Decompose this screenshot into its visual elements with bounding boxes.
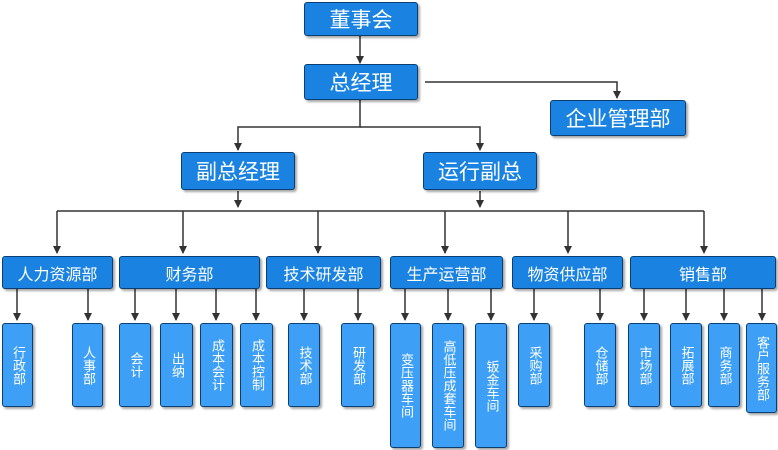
sub-accounting: 会计 bbox=[119, 323, 151, 407]
sub-cost-accounting: 成本会计 bbox=[200, 323, 233, 407]
general-manager-node: 总经理 bbox=[304, 64, 418, 100]
sub-customer-service: 客户服务部 bbox=[746, 323, 777, 413]
dept-supply: 物资供应部 bbox=[512, 256, 623, 289]
sub-personnel: 人事部 bbox=[72, 323, 103, 407]
board-node: 董事会 bbox=[304, 2, 418, 36]
sub-technology: 技术部 bbox=[288, 323, 320, 407]
sub-warehouse: 仓储部 bbox=[584, 323, 616, 407]
sub-transformer-workshop: 变压器车间 bbox=[390, 323, 421, 448]
dept-production: 生产运营部 bbox=[390, 256, 503, 289]
enterprise-dept-node: 企业管理部 bbox=[550, 100, 686, 136]
dept-sales: 销售部 bbox=[630, 256, 776, 289]
sub-research: 研发部 bbox=[341, 323, 374, 407]
sub-purchasing: 采购部 bbox=[518, 323, 550, 407]
sub-switchgear-workshop: 高低压成套车间 bbox=[432, 323, 464, 448]
dept-hr: 人力资源部 bbox=[2, 256, 113, 289]
vice-gm-node: 副总经理 bbox=[181, 152, 295, 190]
sub-expansion: 拓展部 bbox=[670, 323, 702, 407]
sub-market: 市场部 bbox=[628, 323, 660, 407]
sub-cashier: 出纳 bbox=[160, 323, 193, 407]
sub-cost-control: 成本控制 bbox=[240, 323, 273, 407]
sub-sheet-metal-workshop: 钣金车间 bbox=[475, 323, 507, 448]
sub-business: 商务部 bbox=[708, 323, 740, 407]
dept-tech: 技术研发部 bbox=[266, 256, 381, 289]
ops-vice-node: 运行副总 bbox=[423, 152, 537, 190]
dept-finance: 财务部 bbox=[119, 256, 260, 289]
sub-admin: 行政部 bbox=[2, 323, 33, 407]
